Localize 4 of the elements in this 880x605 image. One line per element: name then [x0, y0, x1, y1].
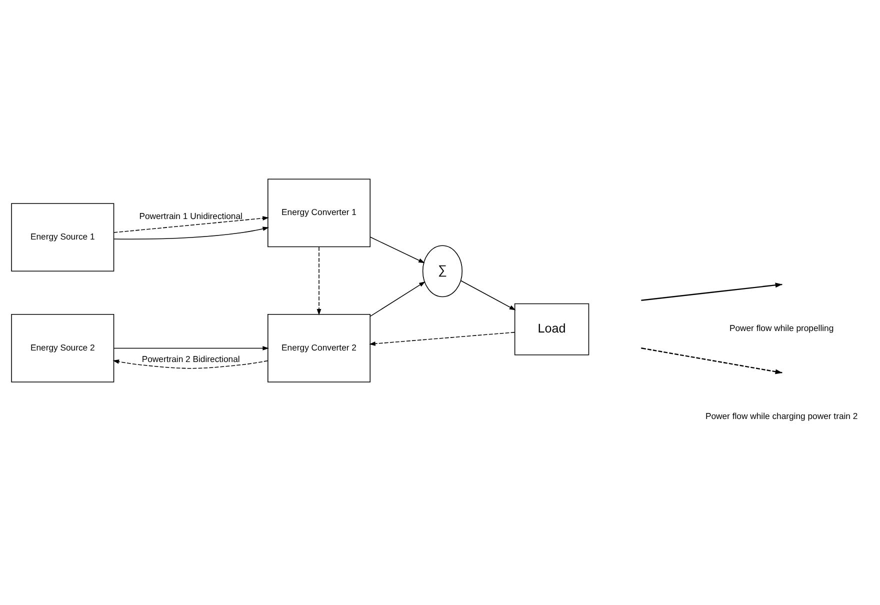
edge-label: Powertrain 1 Unidirectional	[139, 210, 242, 221]
legend-label: Power flow while charging power train 2	[705, 410, 858, 420]
legend-label: Power flow while propelling	[729, 322, 834, 332]
edge-label: Powertrain 2 Bidirectional	[142, 354, 240, 364]
